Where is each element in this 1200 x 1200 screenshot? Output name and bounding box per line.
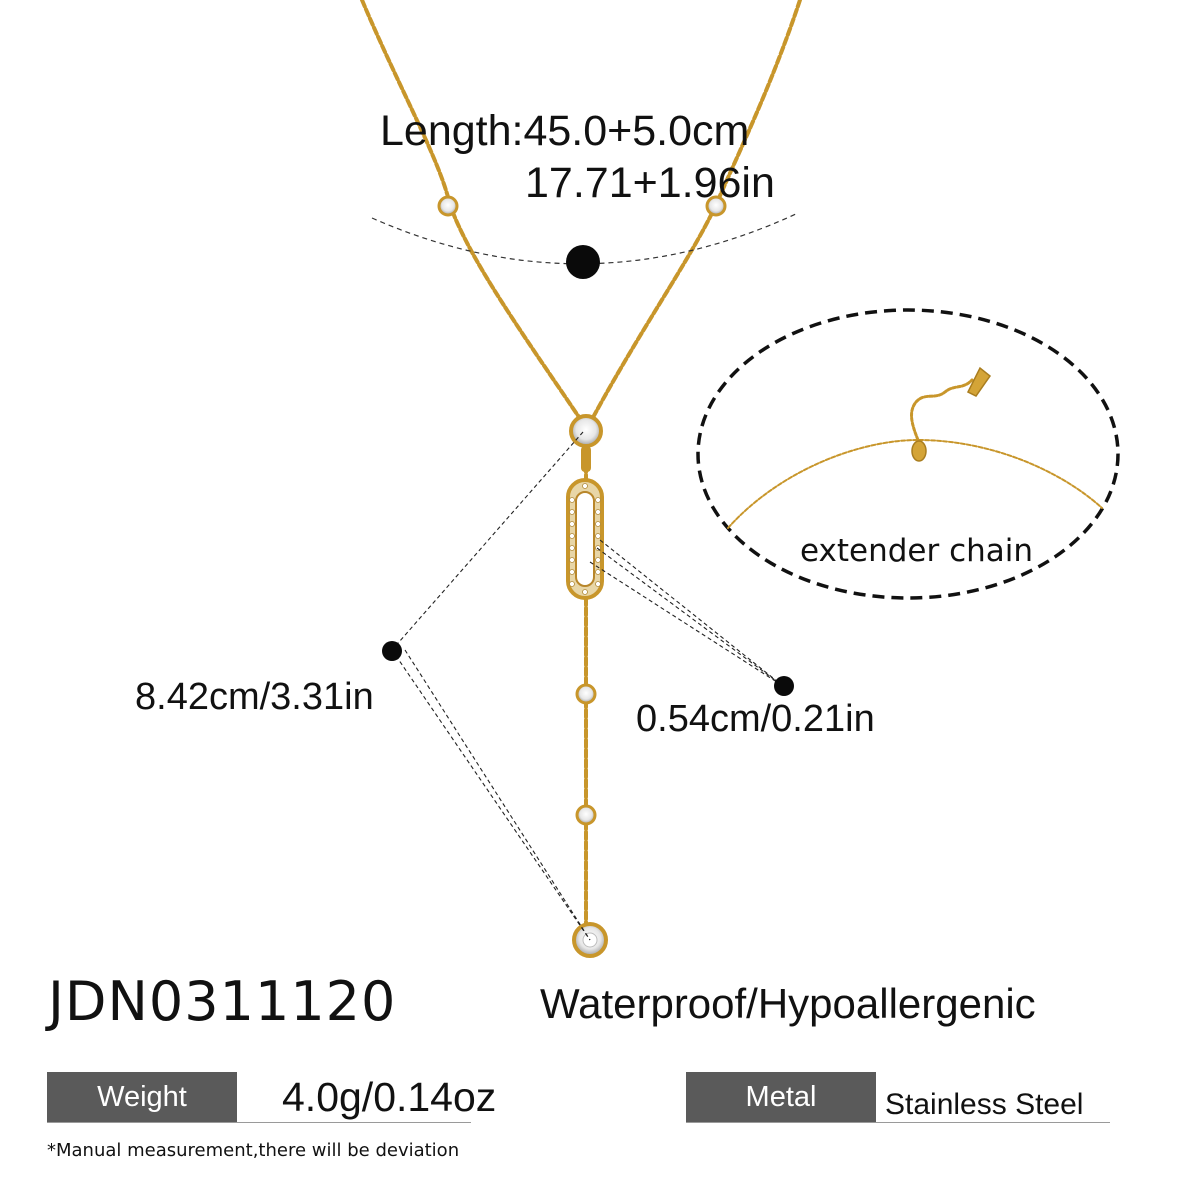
extender-chain xyxy=(727,378,1103,529)
pendant-length-label: 8.42cm/3.31in xyxy=(135,676,374,718)
extender-clasp xyxy=(911,366,992,462)
weight-divider xyxy=(47,1122,471,1123)
extender-detail-ring xyxy=(696,308,1120,600)
metal-label: Metal xyxy=(686,1072,876,1122)
metal-divider xyxy=(686,1122,1110,1123)
chain-stone xyxy=(437,195,727,217)
pendant-width-label: 0.54cm/0.21in xyxy=(636,698,875,740)
drop-stone xyxy=(575,683,597,826)
pendant-link xyxy=(566,478,604,600)
pendant-width-leader xyxy=(589,539,784,687)
weight-value: 4.0g/0.14oz xyxy=(282,1074,497,1120)
extender-chain-label: extender chain xyxy=(800,533,1034,569)
pendant-width-dot xyxy=(774,676,794,696)
metal-value: Stainless Steel xyxy=(885,1088,1084,1121)
measurement-disclaimer: *Manual measurement,there will be deviat… xyxy=(47,1140,460,1161)
product-features: Waterproof/Hypoallergenic xyxy=(540,980,1036,1027)
length-in-label: 17.71+1.96in xyxy=(525,159,775,207)
length-marker-dot xyxy=(566,245,600,279)
length-cm-label: Length:45.0+5.0cm xyxy=(380,107,750,155)
pendant-length-dot xyxy=(382,641,402,661)
connector-stone xyxy=(569,414,603,472)
pendant-length-leader xyxy=(391,431,591,941)
product-sku: JDN0311120 xyxy=(48,970,397,1033)
weight-label: Weight xyxy=(47,1072,237,1122)
